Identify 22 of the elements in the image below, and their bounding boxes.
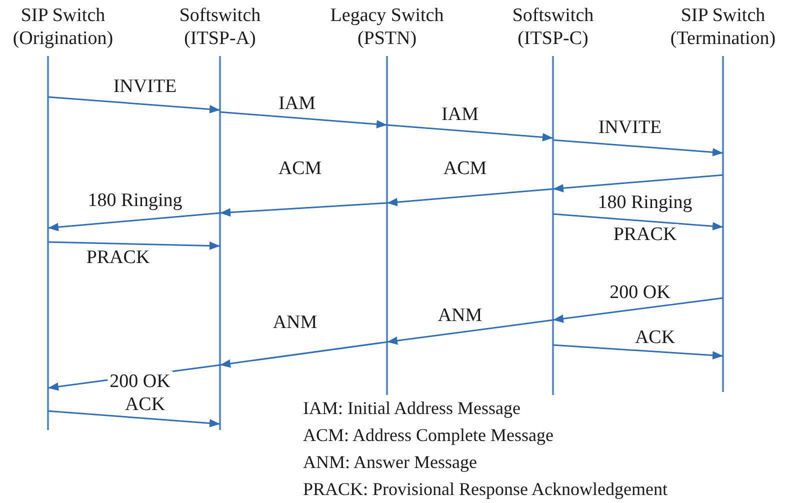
participant-label: SIP Switch (Termination) xyxy=(669,4,777,50)
participant-label: Softswitch (ITSP-C) xyxy=(511,4,595,50)
message-arrow xyxy=(48,96,220,114)
participant-label: Softswitch (ITSP-A) xyxy=(178,4,262,50)
message-arrow xyxy=(552,344,724,360)
participant-label: Legacy Switch (PSTN) xyxy=(329,4,445,50)
message-arrow xyxy=(386,124,554,142)
message-arrow xyxy=(552,213,724,230)
message-arrow xyxy=(220,111,388,128)
message-arrow xyxy=(220,202,388,217)
message-arrow xyxy=(386,319,554,345)
participant-label: SIP Switch (Origination) xyxy=(12,4,114,50)
message-arrow xyxy=(220,341,388,368)
message-arrow xyxy=(48,410,220,428)
message-label: 200 OK xyxy=(608,282,672,304)
message-arrow xyxy=(386,188,554,206)
message-arrow xyxy=(552,139,724,156)
message-label: ACK xyxy=(122,394,168,416)
message-arrow xyxy=(552,174,724,192)
message-arrow xyxy=(552,297,724,323)
message-arrow xyxy=(48,212,220,232)
message-arrow xyxy=(48,241,220,250)
